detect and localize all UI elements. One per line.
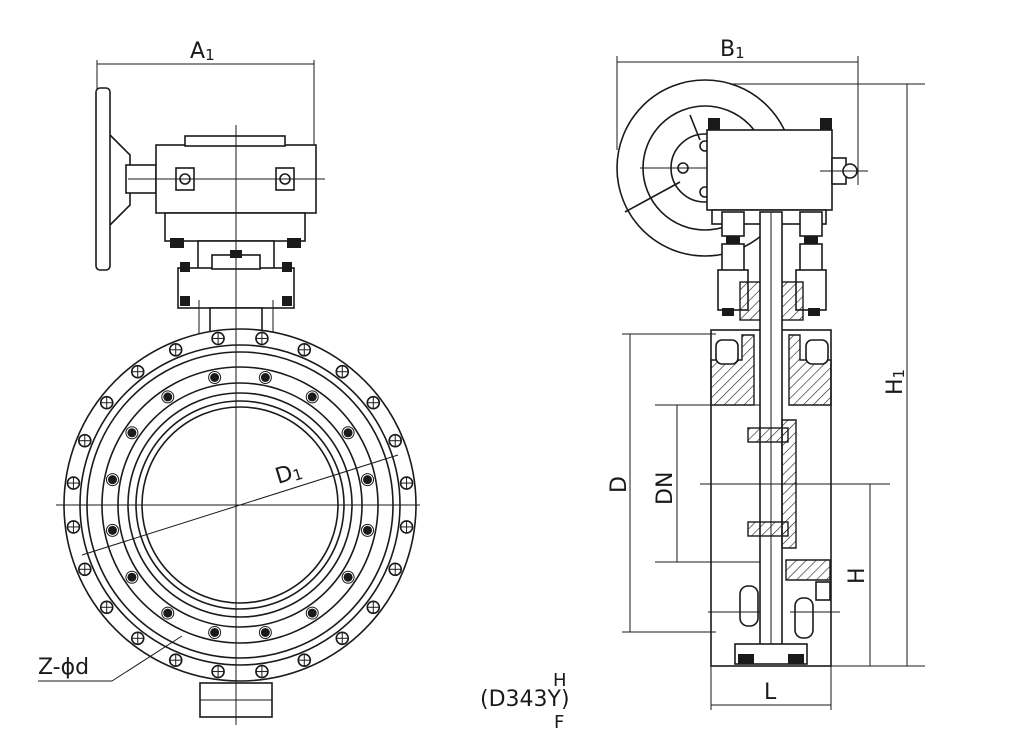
inner-bolt-hole [127,572,137,582]
inner-bolt-hole-ring [258,626,272,640]
label-z-phi-d: Z-ϕd [38,655,89,680]
inner-bolt-hole-ring [125,570,139,584]
inner-bolt-hole-ring [208,626,222,640]
inner-bolt-hole-ring [105,473,119,487]
dim-a1-label: A1 [190,39,215,64]
inner-bolt-hole-ring [341,426,355,440]
inner-bolt-hole-ring [341,570,355,584]
dim-h1-label: H1 [883,369,908,395]
inner-bolt-hole [307,608,317,618]
inner-bolt-hole [260,628,270,638]
inner-bolt-hole-ring [125,426,139,440]
inner-bolt-hole [127,428,137,438]
inner-bolt-hole-ring [208,370,222,384]
inner-bolt-hole [343,572,353,582]
inner-bolt-hole [260,372,270,382]
inner-bolt-hole-ring [305,606,319,620]
inner-bolt-hole [107,475,117,485]
inner-bolt-hole [163,392,173,402]
dim-dn-label: DN [653,472,678,505]
dim-h-label: H [845,567,870,584]
side-view: B1 H1 [607,37,925,710]
inner-bolt-hole-ring [161,390,175,404]
dim-b1-label: B1 [720,37,745,62]
front-view: A1 [38,39,420,725]
model-designation: (D343Y) H F [480,670,570,733]
inner-bolt-hole [343,428,353,438]
inner-bolt-hole [363,475,373,485]
outer-bolt-holes [66,331,414,679]
inner-bolt-hole-ring [258,370,272,384]
inner-bolt-hole [363,525,373,535]
inner-bolt-holes [105,370,375,640]
inner-bolt-hole [107,525,117,535]
inner-bolt-hole [210,372,220,382]
inner-bolt-hole [163,608,173,618]
inner-bolt-hole [210,628,220,638]
model-bottom-f: F [554,712,564,733]
model-prefix: (D343Y) [480,687,570,712]
inner-bolt-hole [307,392,317,402]
inner-bolt-hole-ring [361,473,375,487]
inner-bolt-hole-ring [161,606,175,620]
inner-bolt-hole-ring [305,390,319,404]
dim-l-label: L [764,680,777,705]
inner-bolt-hole-ring [105,523,119,537]
dim-d-label: D [607,476,632,493]
model-top-h: H [553,670,567,691]
inner-bolt-hole-ring [361,523,375,537]
